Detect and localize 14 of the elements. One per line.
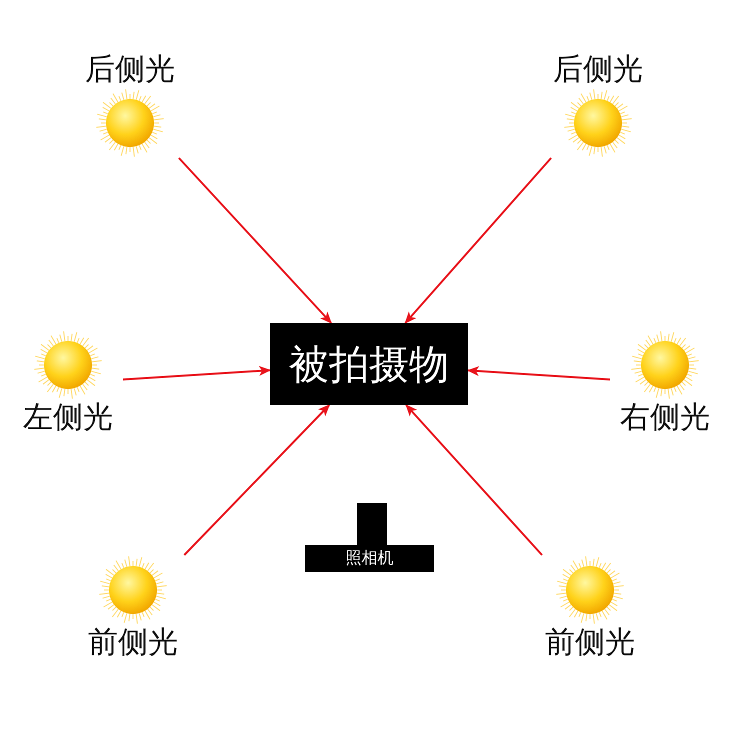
arrow [122, 366, 271, 380]
arrow [404, 157, 552, 324]
light-label: 前侧光 [545, 625, 635, 661]
light-label: 后侧光 [553, 52, 643, 88]
arrow [184, 404, 330, 556]
light-label: 前侧光 [88, 625, 178, 661]
camera-label: 照相机 [305, 545, 434, 572]
arrow [467, 366, 610, 380]
arrow [178, 157, 332, 324]
light-label: 左侧光 [23, 400, 113, 436]
light-label: 右侧光 [620, 400, 710, 436]
subject-box: 被拍摄物 [270, 323, 468, 405]
arrow [405, 404, 543, 556]
light-label: 后侧光 [85, 52, 175, 88]
